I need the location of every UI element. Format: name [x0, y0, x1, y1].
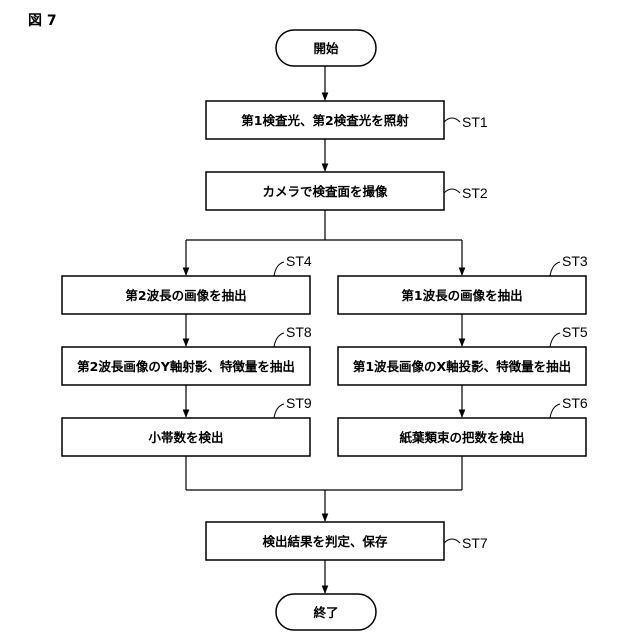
process-st5-label: 第1波長画像のX軸投影、特徴量を抽出 — [353, 359, 571, 374]
leader-st8 — [274, 333, 284, 347]
process-st1-label: 第1検査光、第2検査光を照射 — [241, 113, 409, 128]
leader-st7 — [444, 539, 460, 543]
leader-st5 — [550, 333, 560, 347]
process-st6-label: 紙葉類束の把数を検出 — [399, 430, 524, 445]
process-st2-label: カメラで検査面を撮像 — [262, 184, 388, 199]
leader-st9 — [274, 404, 284, 418]
step-label-st4: ST4 — [286, 253, 312, 269]
step-label-st9: ST9 — [286, 395, 312, 411]
leader-st4 — [274, 262, 284, 276]
process-st3-label: 第1波長の画像を抽出 — [401, 288, 522, 303]
leader-st6 — [550, 404, 560, 418]
end-label: 終了 — [313, 605, 338, 620]
step-label-st2: ST2 — [462, 185, 488, 201]
process-st7-label: 検出結果を判定、保存 — [262, 534, 388, 549]
process-st8-label: 第2波長画像のY軸射影、特徴量を抽出 — [77, 359, 295, 374]
process-st7: 検出結果を判定、保存 — [206, 522, 444, 560]
start-terminal: 開始 — [276, 30, 376, 66]
process-st4: 第2波長の画像を抽出 — [62, 276, 310, 314]
process-st5: 第1波長画像のX軸投影、特徴量を抽出 — [338, 347, 586, 385]
leader-st3 — [550, 262, 560, 276]
step-label-st8: ST8 — [286, 324, 312, 340]
process-st3: 第1波長の画像を抽出 — [338, 276, 586, 314]
step-label-st5: ST5 — [562, 324, 588, 340]
process-st9: 小帯数を検出 — [62, 418, 310, 456]
process-st9-label: 小帯数を検出 — [147, 430, 223, 445]
leader-st1 — [444, 118, 460, 122]
process-st1: 第1検査光、第2検査光を照射 — [206, 101, 444, 139]
step-label-st7: ST7 — [462, 535, 488, 551]
process-st6: 紙葉類束の把数を検出 — [338, 418, 586, 456]
leader-st2 — [444, 189, 460, 193]
step-label-st6: ST6 — [562, 395, 588, 411]
process-st2: カメラで検査面を撮像 — [206, 172, 444, 210]
process-st4-label: 第2波長の画像を抽出 — [125, 288, 246, 303]
process-st8: 第2波長画像のY軸射影、特徴量を抽出 — [62, 347, 310, 385]
start-label: 開始 — [313, 41, 339, 56]
step-label-st1: ST1 — [462, 114, 488, 130]
end-terminal: 終了 — [276, 594, 376, 630]
step-label-st3: ST3 — [562, 253, 588, 269]
